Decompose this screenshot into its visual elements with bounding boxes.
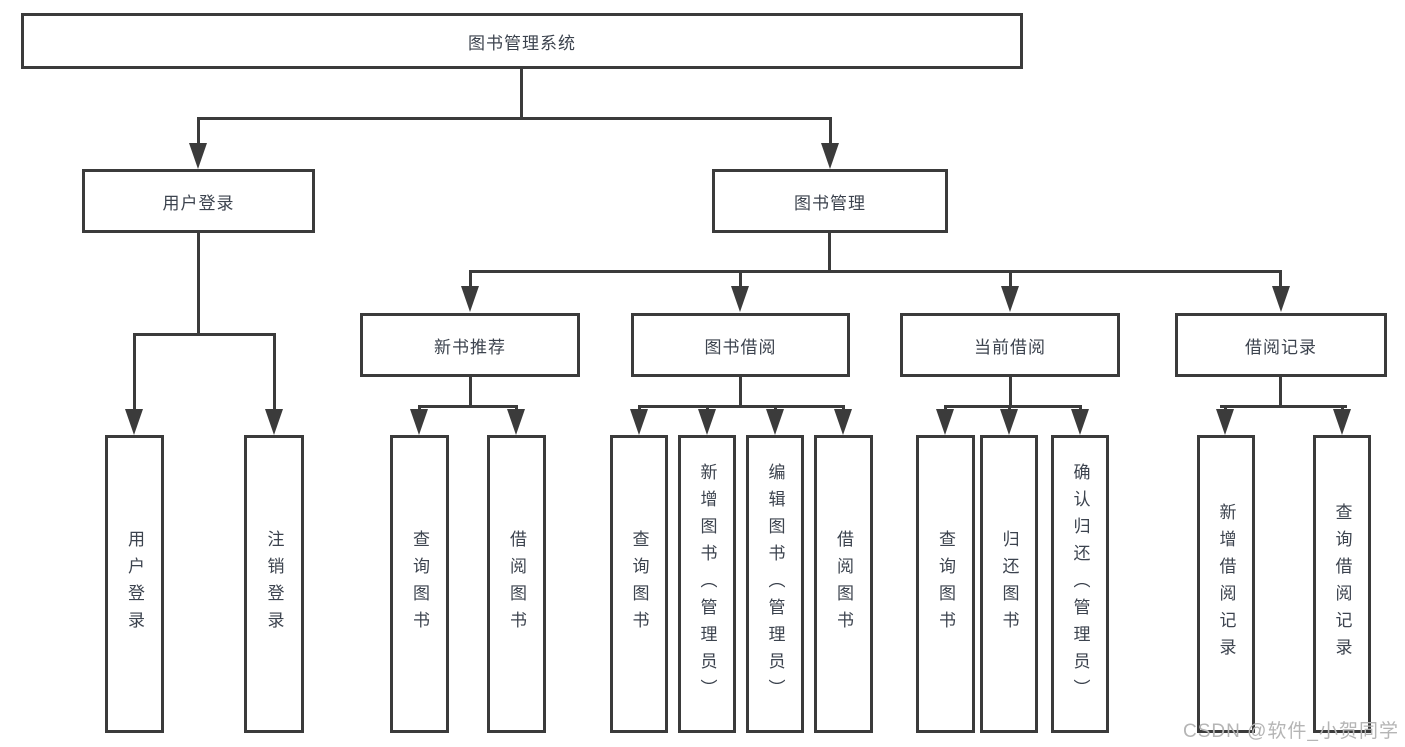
connector-line (469, 377, 472, 408)
leaf-borrow-books-recommend-label: 借阅图书 (507, 530, 526, 638)
leaf-add-borrow-record-label: 新增借阅记录 (1216, 503, 1236, 665)
leaf-confirm-return-admin-label: 确认归还（管理员） (1070, 462, 1090, 706)
connector-arrow-down-icon (1001, 286, 1019, 312)
leaf-query-books-borrow-label: 查询图书 (629, 530, 649, 638)
leaf-query-borrow-record-label: 查询借阅记录 (1332, 503, 1352, 665)
node-book-management: 图书管理 (712, 169, 948, 233)
connector-line (469, 270, 1282, 273)
connector-line (133, 333, 136, 413)
leaf-add-borrow-record: 新增借阅记录 (1197, 435, 1255, 733)
connector-line (739, 270, 742, 290)
connector-line (520, 69, 523, 118)
node-borrow-records-label: 借阅记录 (1245, 337, 1317, 357)
leaf-borrow-books: 借阅图书 (814, 435, 873, 733)
connector-arrow-down-icon (189, 143, 207, 169)
leaf-user-login-label: 用户登录 (125, 530, 144, 638)
leaf-return-books: 归还图书 (980, 435, 1038, 733)
leaf-borrow-books-label: 借阅图书 (834, 530, 853, 638)
leaf-query-books-current: 查询图书 (916, 435, 975, 733)
node-library-system: 图书管理系统 (21, 13, 1023, 69)
leaf-add-books-admin: 新增图书（管理员） (678, 435, 736, 733)
node-new-book-recommend-label: 新书推荐 (434, 337, 506, 357)
node-current-borrow: 当前借阅 (900, 313, 1120, 377)
connector-line (418, 405, 518, 408)
connector-line (1220, 405, 1347, 408)
csdn-watermark: CSDN @软件_小贺同学 (1183, 721, 1399, 742)
connector-arrow-down-icon (461, 286, 479, 312)
connector-line (1009, 270, 1012, 290)
leaf-query-books-recommend: 查询图书 (390, 435, 449, 733)
leaf-logout-login: 注销登录 (244, 435, 304, 733)
leaf-return-books-label: 归还图书 (999, 530, 1019, 638)
connector-line (197, 117, 200, 147)
connector-arrow-down-icon (766, 409, 784, 435)
connector-line (739, 377, 742, 408)
connector-line (197, 233, 200, 336)
connector-arrow-down-icon (410, 409, 428, 435)
connector-line (273, 333, 276, 413)
connector-line (469, 270, 472, 290)
leaf-add-books-admin-label: 新增图书（管理员） (697, 462, 717, 706)
node-user-login-label: 用户登录 (162, 193, 235, 213)
leaf-logout-login-label: 注销登录 (264, 530, 284, 638)
connector-line (829, 117, 832, 147)
node-library-system-label: 图书管理系统 (468, 33, 576, 53)
connector-arrow-down-icon (1216, 409, 1234, 435)
connector-arrow-down-icon (834, 409, 852, 435)
connector-line (1009, 377, 1012, 408)
leaf-edit-books-admin: 编辑图书（管理员） (746, 435, 804, 733)
connector-line (1279, 377, 1282, 408)
node-new-book-recommend: 新书推荐 (360, 313, 580, 377)
connector-arrow-down-icon (936, 409, 954, 435)
connector-line (1279, 270, 1282, 290)
node-book-borrow-label: 图书借阅 (704, 337, 777, 357)
connector-line (638, 405, 845, 408)
node-book-borrow: 图书借阅 (631, 313, 850, 377)
connector-arrow-down-icon (821, 143, 839, 169)
connector-arrow-down-icon (731, 286, 749, 312)
leaf-edit-books-admin-label: 编辑图书（管理员） (765, 462, 785, 706)
node-book-management-label: 图书管理 (794, 193, 866, 213)
leaf-query-books-borrow: 查询图书 (610, 435, 668, 733)
connector-arrow-down-icon (265, 409, 283, 435)
connector-arrow-down-icon (1000, 409, 1018, 435)
leaf-query-borrow-record: 查询借阅记录 (1313, 435, 1371, 733)
connector-line (944, 405, 1081, 408)
node-current-borrow-label: 当前借阅 (974, 337, 1046, 357)
connector-arrow-down-icon (507, 409, 525, 435)
connector-line (197, 117, 832, 120)
leaf-user-login: 用户登录 (105, 435, 164, 733)
connector-arrow-down-icon (1272, 286, 1290, 312)
connector-arrow-down-icon (1333, 409, 1351, 435)
node-borrow-records: 借阅记录 (1175, 313, 1387, 377)
connector-arrow-down-icon (125, 409, 143, 435)
connector-arrow-down-icon (630, 409, 648, 435)
connector-arrow-down-icon (1071, 409, 1089, 435)
connector-line (133, 333, 276, 336)
leaf-query-books-current-label: 查询图书 (936, 530, 955, 638)
node-user-login: 用户登录 (82, 169, 315, 233)
leaf-borrow-books-recommend: 借阅图书 (487, 435, 546, 733)
connector-line (828, 233, 831, 273)
connector-arrow-down-icon (698, 409, 716, 435)
leaf-confirm-return-admin: 确认归还（管理员） (1051, 435, 1109, 733)
leaf-query-books-recommend-label: 查询图书 (410, 530, 429, 638)
